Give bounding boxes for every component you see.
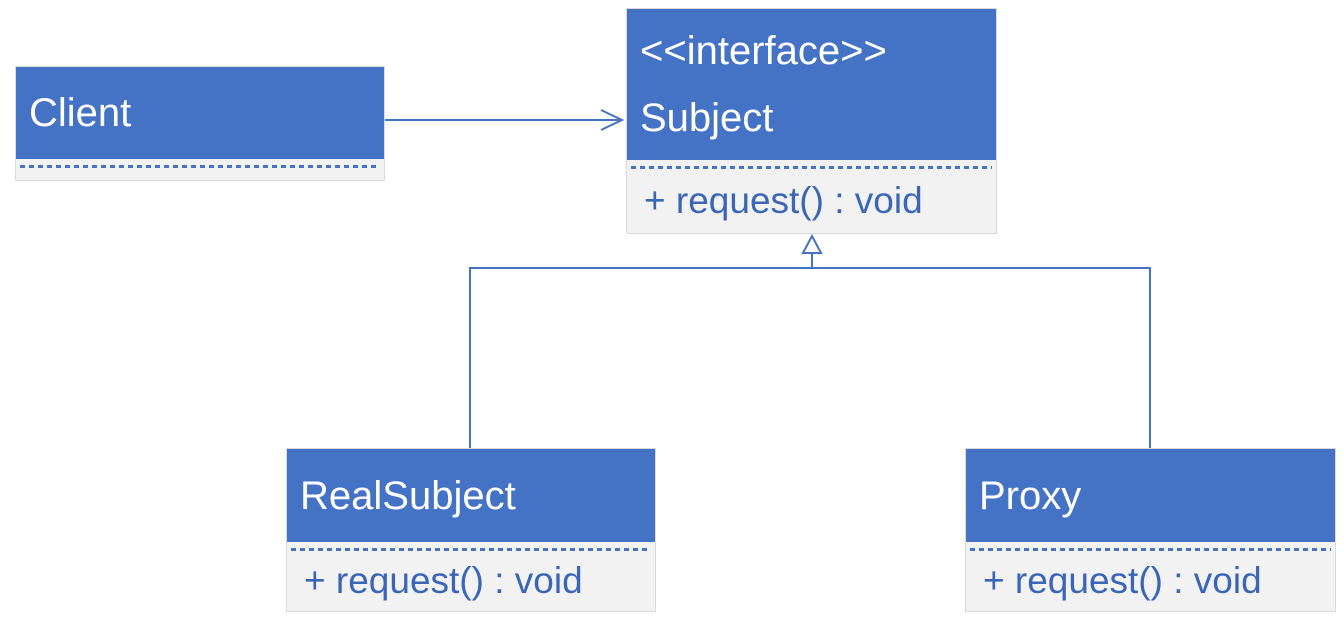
class-name-label: Proxy (979, 473, 1082, 518)
class-box-proxy[interactable]: Proxy + request() : void (965, 448, 1336, 612)
attributes-divider (631, 166, 992, 169)
class-box-client[interactable]: Client (15, 66, 385, 181)
realization-triangle-icon (803, 236, 821, 253)
class-header: Proxy (966, 449, 1335, 542)
open-arrowhead-icon (601, 110, 622, 130)
class-name-label: Client (29, 91, 132, 135)
method-label: + request() : void (644, 179, 923, 221)
method-label: + request() : void (983, 559, 1262, 601)
class-body: + request() : void (966, 542, 1335, 611)
class-body: + request() : void (287, 542, 655, 611)
association-client-subject[interactable] (385, 110, 622, 130)
class-name-label: RealSubject (300, 473, 516, 518)
class-name-label: Subject (640, 96, 774, 140)
attributes-divider (970, 548, 1331, 551)
method-label: + request() : void (304, 559, 583, 601)
class-header: Client (16, 67, 384, 159)
class-body: + request() : void (627, 160, 996, 233)
realization-connectors[interactable] (470, 236, 1150, 448)
attributes-divider (20, 165, 380, 168)
class-box-subject[interactable]: <<interface>> Subject + request() : void (626, 8, 997, 234)
class-body (16, 159, 384, 180)
class-header: <<interface>> Subject (627, 9, 996, 160)
stereotype-label: <<interface>> (640, 29, 887, 73)
class-box-realsubject[interactable]: RealSubject + request() : void (286, 448, 656, 612)
attributes-divider (291, 548, 651, 551)
class-header: RealSubject (287, 449, 655, 542)
realization-line[interactable] (470, 268, 1150, 448)
